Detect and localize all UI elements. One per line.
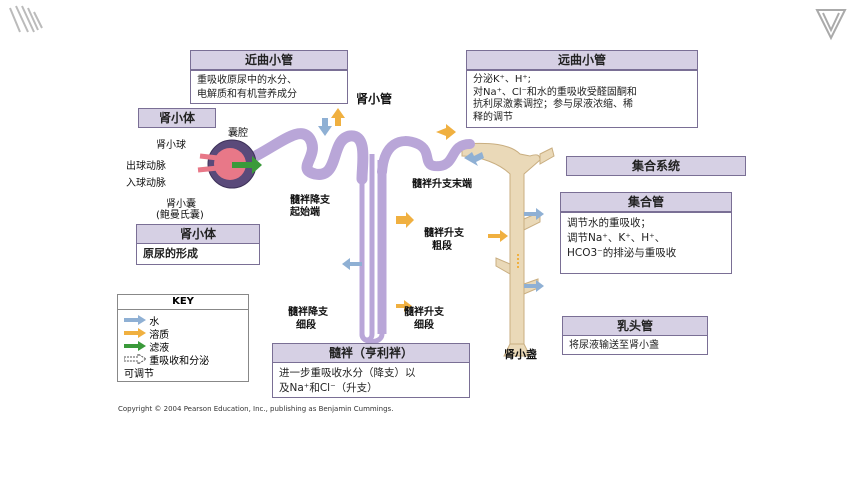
key-solute-label: 溶质 — [149, 330, 170, 341]
collecting-duct-shape — [461, 142, 541, 345]
key-row-regulated: 重吸收和分泌 — [123, 352, 210, 367]
capsule-label-1: 肾小囊 — [166, 199, 196, 210]
solute-arrow-1 — [331, 108, 345, 126]
proximal-title: 近曲小管 — [190, 50, 348, 70]
solute-icon — [124, 328, 146, 338]
desc-limb-label-2: 起始端 — [290, 207, 320, 218]
copyright-text: Copyright © 2004 Pearson Education, Inc.… — [118, 405, 394, 413]
solute-arrow-5 — [488, 230, 508, 242]
nephron-illustration — [197, 108, 555, 357]
capsule-cavity-label: 囊腔 — [228, 128, 248, 139]
distal-desc-line2: 对Na⁺、Cl⁻和水的重吸收受醛固酮和 — [473, 86, 637, 98]
distal-desc: 分泌K⁺、H⁺; 对Na⁺、Cl⁻和水的重吸收受醛固酮和 抗利尿激素调控；参与尿… — [466, 70, 698, 128]
asc-thin-label-1: 髓袢升支 — [404, 307, 444, 318]
corpuscle-box-desc: 原尿的形成 — [136, 243, 260, 265]
desc-thin-label-2: 细段 — [296, 320, 316, 331]
solute-arrow-3 — [396, 212, 414, 228]
collecting-duct-desc-line2: 调节Na⁺、K⁺、H⁺、 — [567, 232, 666, 244]
proximal-desc: 重吸收原尿中的水分、 电解质和有机营养成分 — [190, 70, 348, 104]
collecting-duct-desc-line1: 调节水的重吸收； — [567, 217, 651, 229]
desc-thin-label-1: 髓袢降支 — [288, 307, 328, 318]
key-row-water: 水 — [124, 313, 159, 328]
filtrate-icon — [124, 341, 146, 351]
desc-limb-label-1: 髓袢降支 — [290, 195, 330, 206]
key-row-filtrate: 滤液 — [124, 339, 169, 354]
key-water-label: 水 — [149, 317, 160, 328]
asc-thick-label-1: 髓袢升支 — [424, 228, 464, 239]
key-filtrate-label: 滤液 — [149, 343, 170, 354]
collecting-duct-title: 集合管 — [560, 192, 732, 212]
loop-desc-line2: 及Na⁺和Cl⁻（升支） — [279, 382, 378, 394]
collecting-duct-desc-line3: HCO3⁻的排泌与重吸收 — [567, 247, 677, 259]
solute-arrow-4 — [396, 300, 412, 312]
distal-desc-line3: 抗利尿激素调控；参与尿液浓缩、稀 — [473, 99, 633, 110]
water-arrow-4 — [524, 208, 544, 220]
capsule-label-2: (鲍曼氏囊) — [156, 210, 204, 221]
collecting-duct-desc: 调节水的重吸收； 调节Na⁺、K⁺、H⁺、 HCO3⁻的排泌与重吸收 — [560, 212, 732, 274]
glomerulus-label: 肾小球 — [156, 140, 186, 151]
stripes-logo-icon — [9, 5, 43, 33]
loop-desc-line1: 进一步重吸收水分（降支）以 — [279, 367, 416, 379]
water-arrow-5 — [524, 280, 544, 292]
tubule-label: 肾小管 — [356, 92, 393, 106]
efferent-label: 出球动脉 — [126, 161, 166, 172]
solute-arrow-2 — [436, 124, 456, 140]
water-arrow-3 — [342, 258, 362, 270]
corpuscle-title: 肾小体 — [138, 108, 216, 128]
asc-thick-label-2: 粗段 — [432, 241, 452, 252]
filtrate-arrow — [232, 156, 262, 174]
key-title: KEY — [118, 295, 248, 310]
distal-title: 远曲小管 — [466, 50, 698, 70]
asc-end-label: 髓袢升支末端 — [412, 179, 472, 190]
asc-thin-label-2: 细段 — [414, 320, 434, 331]
key-regulated-label-1: 重吸收和分泌 — [149, 356, 210, 367]
water-arrow-1 — [318, 118, 332, 136]
water-arrow-2 — [464, 152, 484, 166]
legend-key: KEY 水 溶质 滤液 重吸收和分泌 可调节 — [117, 294, 249, 382]
distal-desc-line1: 分泌K⁺、H⁺; — [473, 74, 532, 85]
loop-title: 髓袢（亨利袢） — [272, 343, 470, 363]
key-row-solute: 溶质 — [124, 326, 169, 341]
proximal-tubule — [244, 128, 369, 185]
corpuscle-box-title: 肾小体 — [136, 224, 260, 244]
key-regulated-label-2: 可调节 — [124, 369, 154, 380]
afferent-label: 入球动脉 — [126, 178, 166, 189]
regulated-icon — [123, 353, 147, 365]
distal-desc-line4: 释的调节 — [473, 111, 513, 123]
calyx-label: 肾小盏 — [504, 348, 537, 361]
water-icon — [124, 315, 146, 325]
distal-tubule — [377, 136, 475, 177]
collecting-system-title: 集合系统 — [566, 156, 746, 176]
v-logo-icon — [815, 9, 847, 41]
papillary-desc: 将尿液输送至肾小盏 — [562, 335, 708, 355]
papillary-title: 乳头管 — [562, 316, 708, 336]
proximal-desc-line1: 重吸收原尿中的水分、 — [197, 75, 297, 86]
loop-desc: 进一步重吸收水分（降支）以 及Na⁺和Cl⁻（升支） — [272, 362, 470, 398]
proximal-desc-line2: 电解质和有机营养成分 — [197, 89, 297, 100]
